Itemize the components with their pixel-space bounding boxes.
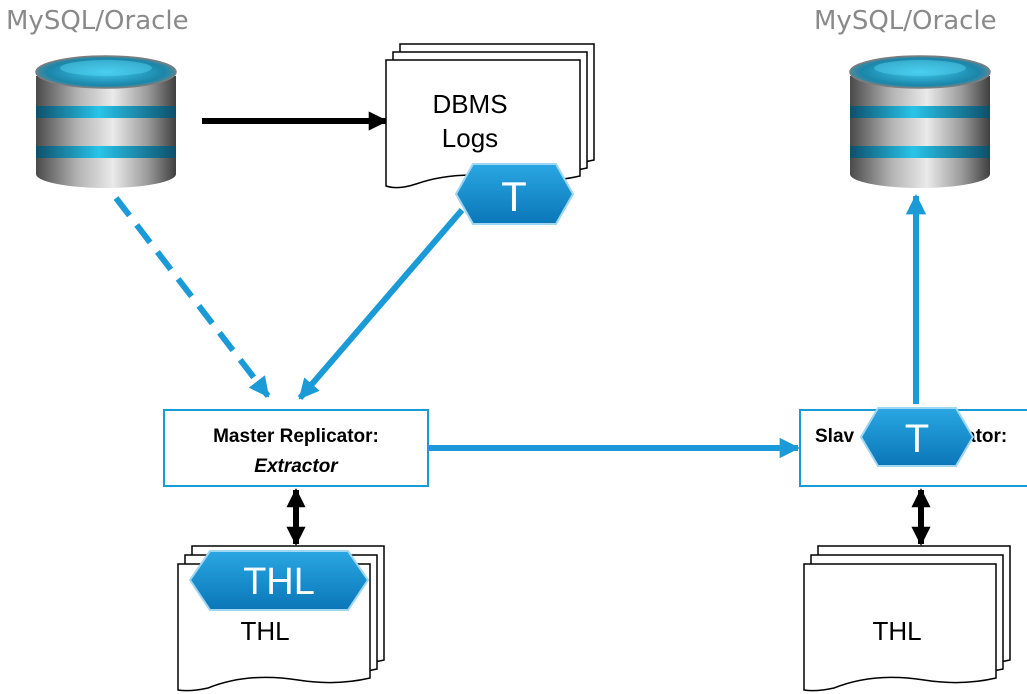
slave-thl-doc-label: THL <box>872 616 921 646</box>
slave-replicator-title-left: Slav <box>815 426 855 447</box>
right-database-label: MySQL/Oracle <box>814 6 997 36</box>
right-database: MySQL/Oracle <box>814 6 997 188</box>
dbms-logs-line1: DBMS <box>432 89 507 119</box>
master-replicator-title: Master Replicator: <box>213 426 379 447</box>
slave-tag-hexagon: T <box>859 407 975 467</box>
log-tag-hexagon: T <box>454 163 575 225</box>
master-thl-doc-label: THL <box>240 616 289 646</box>
master-replicator-box: Master Replicator: Extractor <box>163 409 429 487</box>
slave-thl-document-stack: THL <box>803 545 1011 692</box>
left-database-icon <box>35 55 177 188</box>
right-database-icon <box>849 55 991 188</box>
slave-replicator-title-right: ator: <box>965 426 1007 447</box>
slave-tag-label: T <box>905 417 929 461</box>
log-tag-label: T <box>501 173 527 220</box>
left-database: MySQL/Oracle <box>6 6 189 188</box>
logs-to-master-arrow <box>297 208 465 400</box>
dbms-logs-line2: Logs <box>442 123 498 153</box>
direct-extract-dashed-arrow <box>113 196 271 398</box>
left-database-label: MySQL/Oracle <box>6 6 189 36</box>
master-thl-tag-label: THL <box>243 561 315 603</box>
master-replicator-role: Extractor <box>254 456 339 477</box>
dbms-logs-document-stack: DBMS Logs <box>385 43 595 189</box>
master-thl-hexagon: THL <box>188 550 370 611</box>
